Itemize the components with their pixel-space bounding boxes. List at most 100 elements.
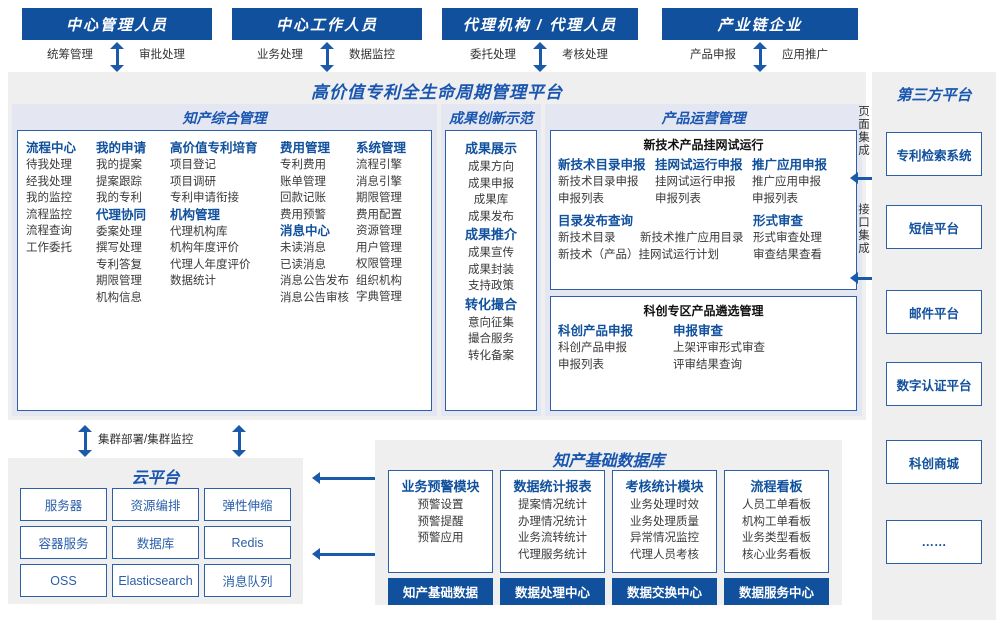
achievement-item[interactable]: 意向征集 [468, 316, 514, 329]
cloud-service-5[interactable]: Redis [204, 526, 291, 559]
ip-database-item[interactable]: 代理人员考核 [630, 548, 699, 561]
ip-item[interactable]: 提案跟踪 [96, 175, 142, 188]
product-ops-group-head[interactable]: 科创产品申报 [558, 324, 634, 338]
ip-database-item[interactable]: 办理情况统计 [518, 515, 587, 528]
ip-item[interactable]: 流程引擎 [356, 159, 402, 171]
ip-database-item[interactable]: 预警提醒 [417, 515, 464, 528]
cloud-service-1[interactable]: 资源编排 [112, 488, 199, 521]
ip-database-footer[interactable]: 数据服务中心 [724, 578, 829, 605]
ip-item[interactable]: 期限管理 [356, 192, 402, 204]
ip-database-item[interactable]: 代理服务统计 [518, 548, 587, 561]
product-ops-item[interactable]: 科创产品申报 [558, 342, 627, 354]
ip-database-item[interactable]: 业务流转统计 [518, 532, 587, 544]
achievement-item[interactable]: 撮合服务 [468, 333, 514, 345]
ip-item[interactable]: 专利答复 [96, 258, 142, 271]
product-ops-item[interactable]: 新技术目录申报 [558, 176, 639, 188]
ip-item[interactable]: 委案处理 [96, 225, 142, 238]
ip-item[interactable]: 消息公告发布 [280, 275, 349, 287]
achievement-item[interactable]: 成果发布 [468, 210, 514, 223]
product-ops-item[interactable]: 审查结果查看 [753, 248, 822, 261]
third-party-item-1[interactable]: 短信平台 [886, 205, 982, 249]
product-ops-group-head[interactable]: 申报审查 [673, 324, 724, 338]
product-ops-item[interactable]: 申报列表 [752, 192, 798, 205]
cloud-service-3[interactable]: 容器服务 [20, 526, 107, 559]
ip-item[interactable]: 待我处理 [26, 159, 72, 171]
ip-item[interactable]: 撰写处理 [96, 242, 142, 254]
ip-database-item[interactable]: 业务处理时效 [630, 499, 699, 511]
product-ops-item[interactable]: 申报列表 [558, 358, 604, 371]
ip-item[interactable]: 费用预警 [280, 208, 326, 221]
actor-header-3[interactable]: 产业链企业 [662, 8, 858, 40]
third-party-item-3[interactable]: 数字认证平台 [886, 362, 982, 406]
cloud-service-6[interactable]: OSS [20, 564, 107, 597]
third-party-item-4[interactable]: 科创商城 [886, 440, 982, 484]
ip-group-head[interactable]: 流程中心 [26, 141, 77, 155]
ip-item[interactable]: 我的监控 [26, 192, 72, 204]
ip-item[interactable]: 代理人年度评价 [170, 258, 251, 271]
product-ops-item[interactable]: 申报列表 [558, 192, 604, 205]
achievement-item[interactable]: 成果宣传 [468, 247, 514, 259]
ip-item[interactable]: 字典管理 [356, 291, 402, 303]
ip-database-footer[interactable]: 数据交换中心 [612, 578, 717, 605]
cloud-service-2[interactable]: 弹性伸缩 [204, 488, 291, 521]
product-ops-item[interactable]: 申报列表 [655, 192, 701, 205]
ip-item[interactable]: 专利费用 [280, 159, 326, 171]
cloud-service-8[interactable]: 消息队列 [204, 564, 291, 597]
ip-item[interactable]: 项目登记 [170, 159, 216, 171]
achievement-group-head[interactable]: 成果展示 [464, 141, 517, 156]
product-ops-item[interactable]: 上架评审形式审查 [673, 342, 765, 354]
third-party-item-2[interactable]: 邮件平台 [886, 290, 982, 334]
ip-item[interactable]: 代理机构库 [170, 225, 228, 238]
product-ops-group-head[interactable]: 目录发布查询 [558, 214, 634, 228]
achievement-item[interactable]: 支持政策 [468, 280, 514, 292]
ip-group-head[interactable]: 代理协同 [96, 207, 147, 222]
ip-item[interactable]: 用户管理 [356, 241, 402, 254]
product-ops-group-head[interactable]: 推广应用申报 [752, 158, 828, 172]
ip-item[interactable]: 回款记账 [280, 192, 326, 204]
ip-item[interactable]: 经我处理 [26, 175, 72, 188]
product-ops-item[interactable]: 新技术目录 [558, 232, 616, 244]
product-ops-group-head[interactable]: 挂网试运行申报 [655, 158, 743, 172]
achievement-item[interactable]: 转化备案 [468, 349, 514, 362]
actor-header-1[interactable]: 中心工作人员 [232, 8, 422, 40]
cloud-service-4[interactable]: 数据库 [112, 526, 199, 559]
achievement-item[interactable]: 成果封装 [468, 263, 514, 276]
ip-group-head[interactable]: 高价值专利培育 [170, 141, 258, 155]
ip-group-head[interactable]: 消息中心 [280, 224, 331, 238]
ip-database-card-head[interactable]: 业务预警模块 [401, 479, 480, 494]
ip-item[interactable]: 组织机构 [356, 274, 402, 287]
achievement-item[interactable]: 成果方向 [468, 161, 514, 173]
ip-database-footer[interactable]: 数据处理中心 [500, 578, 605, 605]
product-ops-group-head[interactable]: 新技术目录申报 [558, 158, 646, 172]
ip-item[interactable]: 项目调研 [170, 175, 216, 188]
ip-item[interactable]: 我的提案 [96, 159, 142, 171]
achievement-group-head[interactable]: 转化撮合 [464, 296, 517, 312]
product-ops-item[interactable]: 推广应用申报 [752, 176, 821, 188]
achievement-item[interactable]: 成果库 [473, 194, 509, 206]
ip-item[interactable]: 消息公告审核 [280, 291, 349, 304]
ip-item[interactable]: 费用配置 [356, 208, 402, 221]
achievement-item[interactable]: 成果申报 [468, 177, 514, 190]
ip-item[interactable]: 账单管理 [280, 175, 326, 188]
ip-item[interactable]: 工作委托 [26, 241, 72, 254]
actor-header-2[interactable]: 代理机构 / 代理人员 [442, 8, 638, 40]
product-ops-item[interactable]: 形式审查处理 [753, 232, 822, 244]
ip-item[interactable]: 期限管理 [96, 275, 142, 287]
ip-item[interactable]: 未读消息 [280, 242, 326, 254]
ip-database-item[interactable]: 提案情况统计 [518, 499, 587, 511]
ip-database-item[interactable]: 业务类型看板 [742, 532, 811, 544]
ip-item[interactable]: 机构信息 [96, 291, 142, 304]
actor-header-0[interactable]: 中心管理人员 [22, 8, 212, 40]
ip-item[interactable]: 权限管理 [356, 258, 402, 270]
ip-item[interactable]: 专利申请衔接 [170, 192, 239, 204]
ip-group-head[interactable]: 我的申请 [96, 141, 147, 155]
product-ops-item[interactable]: 新技术（产品）挂网试运行计划 [558, 248, 719, 261]
ip-database-item[interactable]: 业务处理质量 [630, 515, 699, 528]
ip-item[interactable]: 资源管理 [356, 225, 402, 237]
ip-database-item[interactable]: 人员工单看板 [742, 499, 811, 511]
product-ops-item[interactable]: 评审结果查询 [673, 358, 742, 371]
cloud-service-7[interactable]: Elasticsearch [112, 564, 199, 597]
ip-database-card-head[interactable]: 考核统计模块 [625, 479, 704, 494]
ip-item[interactable]: 消息引擎 [356, 175, 402, 188]
ip-database-item[interactable]: 异常情况监控 [630, 532, 699, 544]
